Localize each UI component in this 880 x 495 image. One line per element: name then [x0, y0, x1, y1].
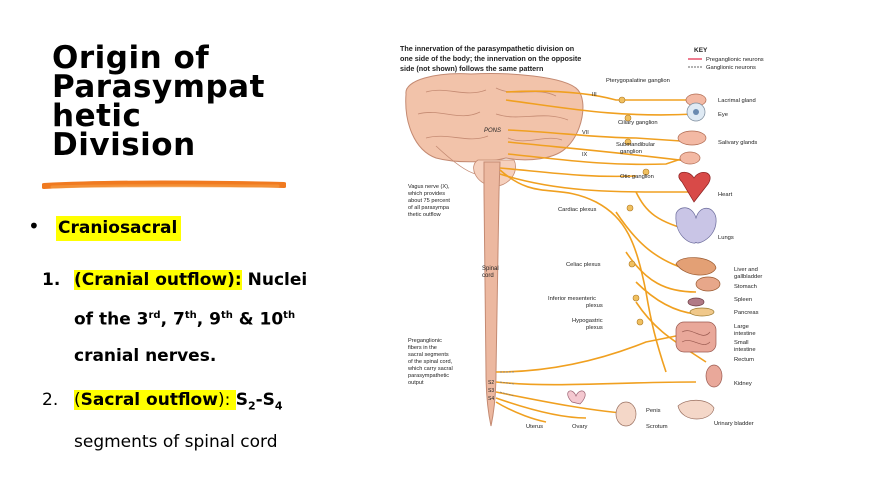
organ-label: Stomach — [734, 284, 757, 290]
title-line: Origin of — [52, 40, 210, 76]
ganglion-label: Pterygopalatine ganglion — [606, 78, 670, 84]
preganglionic-fibers — [499, 371, 515, 397]
pregang-note: of the spinal cord, — [408, 359, 453, 365]
organ-label: Rectum — [734, 357, 754, 363]
bullet-marker: • — [28, 214, 40, 238]
text-run: & 10 — [232, 309, 284, 330]
plexus-label: Celiac plexus — [566, 262, 601, 268]
pons-label: PONS — [484, 128, 501, 134]
plexus-label: Inferior mesenteric — [548, 296, 596, 302]
organs — [567, 93, 723, 427]
vagus-note: which provides — [407, 191, 445, 197]
organ-label: gallbladder — [734, 274, 762, 280]
text-run: -S — [255, 390, 275, 410]
organ-label: Penis — [646, 408, 661, 414]
pregang-note: fibers in the — [408, 345, 437, 351]
cranial-nerve-label: VII — [582, 130, 589, 136]
organ-label: intestine — [734, 331, 756, 337]
title-underline — [42, 180, 286, 189]
ganglion-label: Submandibular — [616, 142, 655, 148]
item-number-2: 2. — [42, 390, 59, 410]
organ-label: Ovary — [572, 424, 588, 430]
plexus-label: plexus — [586, 325, 603, 331]
text-run: segments of spinal cord — [74, 432, 278, 453]
figure-caption-line: side (not shown) follows the same patter… — [400, 64, 543, 73]
ordinal-sup: rd — [148, 310, 161, 321]
cranial-nerve-label: III — [592, 92, 597, 98]
ordinal-sup: th — [184, 310, 197, 321]
organ-label: Scrotum — [646, 424, 668, 430]
bullet-craniosacral: Craniosacral — [56, 216, 182, 241]
ganglia — [618, 96, 650, 326]
item-cranial-outflow: (Cranial outflow): Nuclei of the 3rd, 7t… — [74, 262, 374, 374]
item-sacral-outflow: (Sacral outflow): S2-S4 segments of spin… — [74, 382, 374, 460]
figure-caption-line: The innervation of the parasympathetic d… — [400, 44, 574, 53]
organ-label: Pancreas — [734, 310, 759, 316]
sacral-label: S2 — [488, 380, 494, 386]
organ-label: Lungs — [718, 235, 734, 241]
organ-label: Salivary glands — [718, 140, 757, 146]
vagus-note: thetic outflow — [408, 212, 442, 218]
slide-title: Origin of Parasympat hetic Division — [52, 40, 302, 163]
sacral-label: S4 — [488, 396, 494, 402]
pregang-note: Preganglionic — [408, 338, 442, 344]
cranial-outflow-label: (Cranial outflow): — [74, 270, 242, 290]
text-run: Nuclei — [241, 270, 308, 290]
key-title: KEY — [694, 47, 708, 54]
organ-label: Kidney — [734, 381, 752, 387]
item-number-1: 1. — [42, 270, 61, 290]
figure-caption-line: one side of the body; the innervation on… — [400, 54, 581, 63]
pregang-note: sacral segments — [408, 352, 449, 358]
organ-label: Large — [734, 324, 749, 330]
text-run: of the 3 — [74, 309, 149, 330]
vagus-note: Vagus nerve (X), — [408, 184, 450, 190]
organ-label: Eye — [718, 112, 728, 118]
ganglion-label: Ciliary ganglion — [618, 120, 658, 126]
spinal-cord — [483, 161, 501, 427]
ganglion-label: Otic ganglion — [620, 174, 654, 180]
paren: ): — [217, 390, 236, 410]
text-run: , 9 — [196, 309, 221, 330]
organ-label: Lacrimal gland — [718, 98, 756, 104]
organ-label: Liver and — [734, 267, 758, 273]
text-run: cranial nerves. — [74, 345, 217, 366]
key-label: Ganglionic neurons — [706, 65, 756, 71]
sacral-label: S3 — [488, 388, 494, 394]
organ-label: Spleen — [734, 297, 752, 303]
pregang-note: output — [408, 380, 424, 386]
segment-sub: 2 — [247, 399, 256, 413]
cranial-nerve-label: IX — [582, 152, 588, 158]
title-line: Division — [52, 127, 196, 163]
sacral-outflow-label: Sacral outflow — [80, 390, 218, 410]
pregang-note: parasympathetic — [408, 373, 449, 379]
key-label: Preganglionic neurons — [706, 57, 764, 63]
organ-label: Uterus — [526, 424, 543, 430]
organ-label: Heart — [718, 192, 733, 198]
title-line: Parasympat — [52, 69, 265, 105]
plexus-label: plexus — [586, 303, 603, 309]
organ-label: Small — [734, 340, 749, 346]
paren: ( — [74, 390, 81, 410]
text-run: , 7 — [160, 309, 185, 330]
organ-label: intestine — [734, 347, 756, 353]
pregang-note: which carry sacral — [407, 366, 453, 372]
plexus-label: Hypogastric — [572, 318, 603, 324]
ganglion-label: ganglion — [620, 149, 642, 155]
ordinal-sup: th — [220, 310, 233, 321]
plexus-label: Cardiac plexus — [558, 207, 596, 213]
vagus-note: of all parasympa — [408, 205, 450, 211]
segment-range: S2-S4 — [235, 390, 283, 413]
title-line: hetic — [52, 98, 142, 134]
segment-sub: 4 — [274, 399, 283, 413]
parasympathetic-diagram: The innervation of the parasympathetic d… — [400, 44, 764, 430]
text-run: S — [235, 390, 248, 410]
organ-label: Urinary bladder — [714, 421, 754, 427]
ordinal-sup: th — [283, 310, 296, 321]
spinal-cord-label: cord — [482, 273, 494, 279]
vagus-note: about 75 percent — [408, 198, 450, 204]
spinal-cord-label: Spinal — [482, 266, 499, 272]
